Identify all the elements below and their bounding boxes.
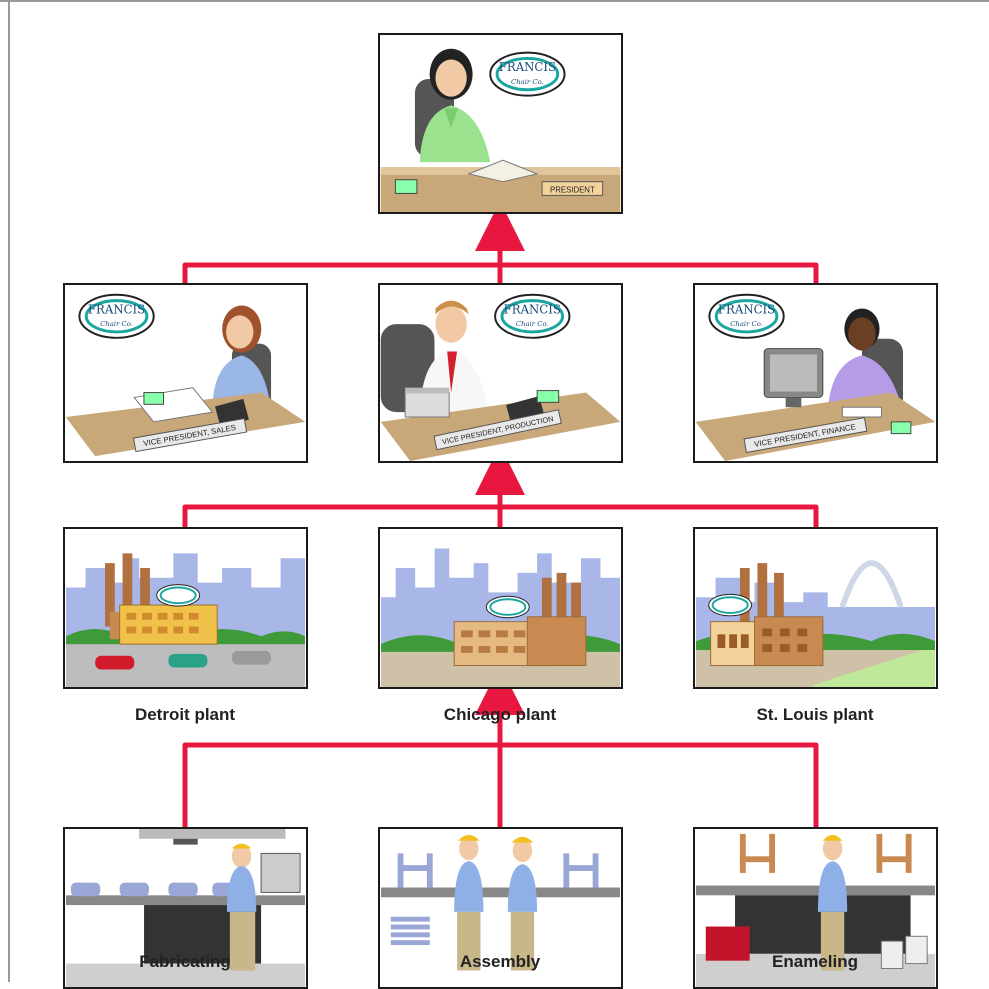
chicago-plant-caption: Chicago plant bbox=[443, 705, 557, 724]
president-desk-label: PRESIDENT bbox=[550, 185, 595, 194]
st-louis-plant-card bbox=[693, 527, 938, 689]
enameling-caption: Enameling bbox=[772, 952, 858, 971]
vp-sales-card: FRANCIS Chair Co. VICE PRESIDENT, SALES bbox=[63, 283, 308, 463]
vp-sales-logo-line1: FRANCIS bbox=[88, 302, 145, 316]
fabricating-card bbox=[63, 827, 308, 989]
st-louis-plant-caption: St. Louis plant bbox=[756, 705, 874, 724]
enameling-card bbox=[693, 827, 938, 989]
frame-top-rule bbox=[0, 0, 989, 2]
president-logo-line2: Chair Co. bbox=[511, 78, 544, 86]
chicago-plant-card bbox=[378, 527, 623, 689]
assembly-card bbox=[378, 827, 623, 989]
vp-production-logo-line2: Chair Co. bbox=[516, 320, 549, 328]
president-card: FRANCIS Chair Co. PRESIDENT bbox=[378, 33, 623, 214]
vp-production-card: FRANCIS Chair Co. VICE PRESIDENT, PRODUC… bbox=[378, 283, 623, 463]
vp-sales-logo-line2: Chair Co. bbox=[100, 320, 133, 328]
vp-finance-logo-line1: FRANCIS bbox=[718, 302, 775, 316]
assembly-caption: Assembly bbox=[459, 952, 541, 971]
fabricating-caption: Fabricating bbox=[139, 952, 231, 971]
vp-production-logo-line1: FRANCIS bbox=[504, 302, 561, 316]
frame-left-rule bbox=[8, 0, 10, 982]
president-logo-line1: FRANCIS bbox=[499, 60, 556, 74]
vp-finance-logo-line2: Chair Co. bbox=[730, 320, 763, 328]
vp-finance-card: FRANCIS Chair Co. VICE PRESIDENT, FINANC… bbox=[693, 283, 938, 463]
detroit-plant-card bbox=[63, 527, 308, 689]
detroit-plant-caption: Detroit plant bbox=[134, 705, 236, 724]
